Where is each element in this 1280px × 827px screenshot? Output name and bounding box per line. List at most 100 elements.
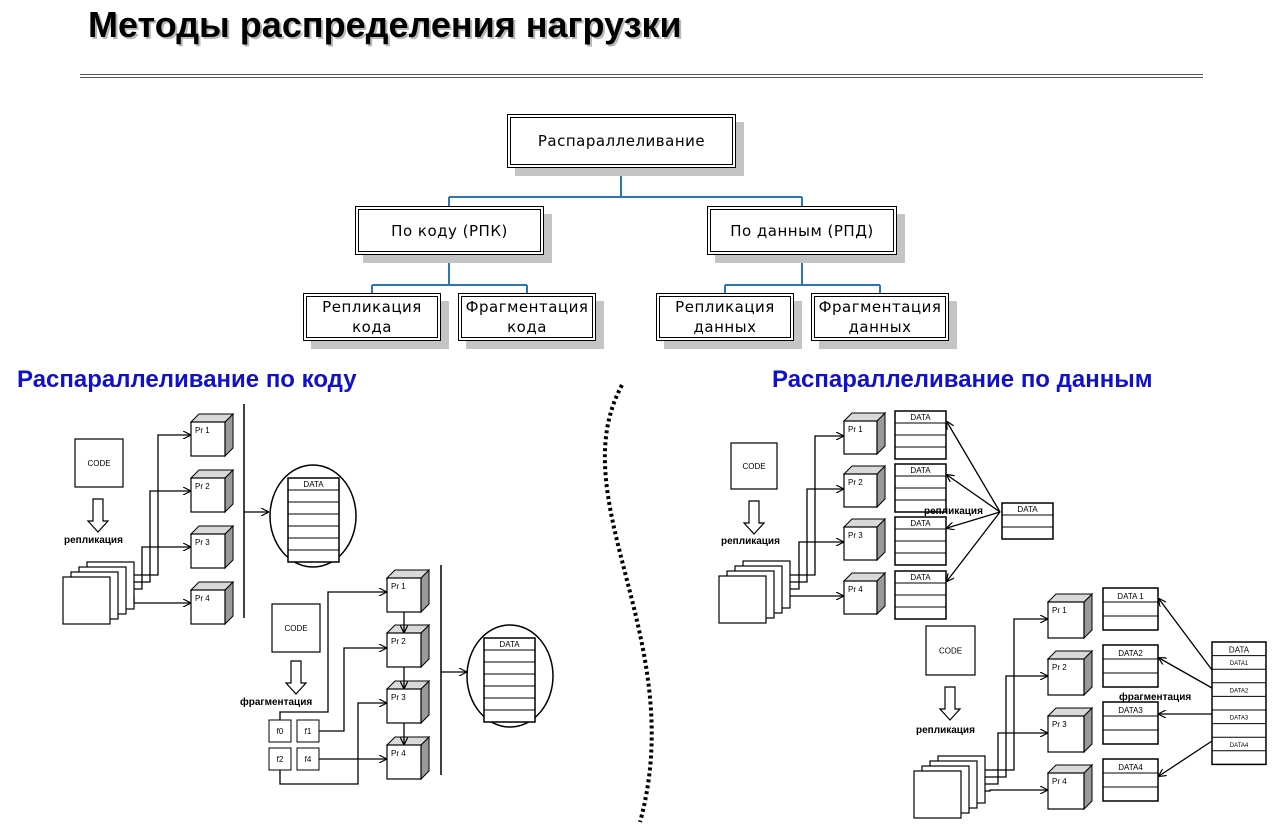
fragment-label: f2 [277,755,284,764]
code-box: CODE [730,442,778,490]
replication-link [130,547,190,590]
replication-label: репликация [721,536,780,547]
cube-top [189,413,235,423]
table-header-label: DATA [1229,646,1250,655]
fragment-data-table: DATA3 [1102,701,1159,745]
process-cube: Pr 3 [1046,706,1094,754]
fragment-data-table: DATA2 [1102,644,1159,688]
replica-stack [913,755,986,819]
process-cube: Pr 3 [842,517,887,562]
replication-link [130,491,190,583]
cube-top [385,736,431,746]
replication-link [130,595,190,603]
data-table: DATA [483,637,536,723]
cube-face [1047,772,1085,810]
cube-face [1047,601,1085,639]
tree-leaf-data-fragmentation: Фрагментация данных [811,293,949,341]
process-cube: Pr 4 [842,571,887,616]
process-label: Pr 3 [1052,720,1067,729]
process-cube: Pr 2 [189,468,235,514]
process-label: Pr 3 [195,538,210,547]
cube-top [385,680,431,690]
replication-arrow [947,475,1001,513]
source-part-label: DATA3 [1230,716,1249,722]
code-box: CODE [271,603,321,653]
replica-stack [718,560,791,624]
source-data-table: DATA [1211,641,1267,766]
process-cube: Pr 4 [1046,763,1094,811]
source-part-label: DATA2 [1230,688,1249,694]
table-header-label: DATA2 [1118,649,1143,658]
page-title: Методы распределения нагрузки [88,4,682,45]
code-label: CODE [284,624,307,633]
replica-data-table: DATA [894,570,947,620]
table-header-label: DATA [499,640,520,649]
process-cube: Pr 3 [189,524,235,570]
process-label: Pr 3 [848,531,863,540]
process-cube: Pr 1 [1046,592,1094,640]
source-part-label: DATA4 [1230,743,1249,749]
process-label: Pr 4 [391,749,406,758]
tree-node-code: По коду (РПК) [355,206,544,255]
cube-face [190,421,226,457]
table-header-label: DATA [910,413,931,422]
down-arrow [742,500,766,535]
tree-leaf-code-fragmentation: Фрагментация кода [458,293,596,341]
cube-top [1046,707,1094,717]
cube-face [386,744,422,780]
replication-arrow [947,511,1001,528]
tree-leaf-code-replication: Репликация кода [303,293,441,341]
cube-face [190,589,226,625]
code-box-frame [925,625,976,676]
cube-top [1046,593,1094,603]
process-cube: Pr 1 [189,412,235,458]
cube-face [386,632,422,668]
process-cube: Pr 2 [842,464,887,509]
fragment-label: f4 [305,755,312,764]
table-frame [483,637,536,723]
source-part-label: DATA1 [1230,661,1249,667]
code-box-frame [74,438,124,488]
fragment-arrow [1159,599,1213,671]
right-section-heading: Распараллеливание по данным [772,366,1153,393]
cube-top [842,572,887,582]
cube-top [1046,650,1094,660]
process-cube: Pr 3 [385,679,431,725]
fragment-arrow [1159,740,1213,776]
process-label: Pr 1 [1052,606,1067,615]
section-divider [602,384,654,823]
replication-link [985,676,1047,778]
cube-top [842,412,887,422]
process-cube: Pr 2 [385,623,431,669]
table-header-label: DATA [910,573,931,582]
replica-stack [62,561,135,625]
cube-top [842,465,887,475]
table-header-label: DATA3 [1118,706,1143,715]
replication-link [985,733,1047,785]
table-header-label: DATA [910,466,931,475]
process-label: Pr 4 [195,594,210,603]
down-arrow [938,686,962,721]
process-cube: Pr 2 [1046,649,1094,697]
table-frame [1001,502,1054,540]
process-label: Pr 1 [848,425,863,434]
process-cube: Pr 4 [385,735,431,781]
tree-root-node: Распараллеливание [507,114,736,168]
process-label: Pr 2 [195,482,210,491]
fragment-label: f1 [305,727,312,736]
cube-face [1047,658,1085,696]
table-frame [1102,587,1159,631]
cube-top [385,569,431,579]
process-cube: Pr 1 [842,411,887,456]
code-box: CODE [925,625,976,676]
process-cube: Pr 1 [385,568,431,614]
cube-top [842,518,887,528]
tree-leaf-data-replication: Репликация данных [656,293,794,341]
down-arrow [284,660,308,695]
fragmentation-label: фрагментация [240,696,312,708]
table-frame [1102,644,1159,688]
